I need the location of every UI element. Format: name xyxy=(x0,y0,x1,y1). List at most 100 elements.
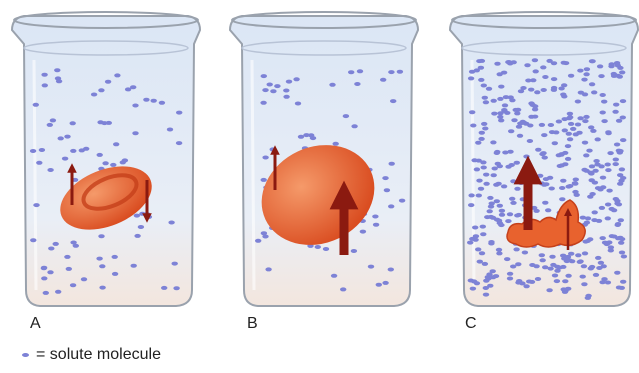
solute-molecule xyxy=(561,257,567,261)
solute-molecule xyxy=(105,80,111,84)
solute-molecule xyxy=(70,241,76,245)
solute-molecule xyxy=(533,69,539,73)
solute-molecule xyxy=(537,174,543,178)
solute-molecule xyxy=(270,89,276,93)
solute-molecule xyxy=(598,74,604,78)
solute-molecule xyxy=(47,270,53,274)
solute-molecule xyxy=(138,225,144,229)
solute-molecule xyxy=(70,121,76,125)
solute-molecule xyxy=(593,159,599,163)
solute-molecule xyxy=(535,277,541,281)
solute-molecule xyxy=(114,73,120,77)
solute-molecule xyxy=(577,260,583,264)
solute-molecule xyxy=(496,248,502,252)
solute-molecule xyxy=(565,144,571,148)
solute-molecule xyxy=(47,123,53,127)
solute-molecule xyxy=(475,247,481,251)
solute-molecule xyxy=(36,161,42,165)
solute-molecule xyxy=(617,66,623,70)
solute-molecule xyxy=(567,137,573,141)
solute-molecule xyxy=(589,164,595,168)
solute-molecule xyxy=(620,176,626,180)
solute-molecule xyxy=(601,100,607,104)
solute-molecule xyxy=(354,82,360,86)
solute-molecule xyxy=(550,263,556,267)
solute-molecule xyxy=(519,281,525,285)
solute-molecule xyxy=(551,88,557,92)
solute-molecule xyxy=(591,218,597,222)
solute-molecule xyxy=(554,279,560,283)
solute-molecule xyxy=(585,296,591,300)
solute-molecule xyxy=(620,138,626,142)
solute-molecule xyxy=(502,151,508,155)
solute-molecule xyxy=(510,179,516,183)
solute-molecule xyxy=(599,206,605,210)
solute-molecule xyxy=(267,83,273,87)
solute-molecule xyxy=(480,160,486,164)
solute-molecule xyxy=(516,213,522,217)
solute-molecule xyxy=(382,176,388,180)
solute-molecule xyxy=(562,128,568,132)
solute-molecule xyxy=(584,67,590,71)
solute-molecule xyxy=(79,148,85,152)
solute-molecule xyxy=(613,103,619,107)
solute-molecule xyxy=(42,83,48,87)
solute-molecule xyxy=(582,119,588,123)
solute-molecule xyxy=(497,111,503,115)
solute-molecule xyxy=(598,261,604,265)
solute-molecule xyxy=(601,119,607,123)
solute-molecule xyxy=(274,84,280,88)
solute-molecule xyxy=(600,111,606,115)
solute-molecule xyxy=(590,129,596,133)
solute-molecule xyxy=(261,178,267,182)
solute-molecule xyxy=(112,255,118,259)
solute-molecule xyxy=(613,162,619,166)
solute-molecule xyxy=(516,125,522,129)
solute-molecule xyxy=(283,89,289,93)
panel-label-a: A xyxy=(30,315,41,333)
solute-molecule xyxy=(380,78,386,82)
solute-molecule xyxy=(151,99,157,103)
solute-molecule xyxy=(286,80,292,84)
solute-molecule xyxy=(576,131,582,135)
solute-molecule xyxy=(561,61,567,65)
solute-molecule xyxy=(492,167,498,171)
solute-molecule xyxy=(372,215,378,219)
beaker-a xyxy=(12,12,200,306)
solute-molecule xyxy=(566,185,572,189)
solute-molecule xyxy=(261,231,267,235)
solute-molecule xyxy=(483,100,489,104)
solute-molecule xyxy=(541,133,547,137)
solute-molecule xyxy=(503,95,509,99)
solute-molecule xyxy=(113,142,119,146)
solute-molecule xyxy=(496,251,502,255)
solute-molecule xyxy=(510,201,516,205)
solute-molecule xyxy=(478,66,484,70)
beaker-c xyxy=(450,12,638,306)
solute-molecule xyxy=(600,93,606,97)
solute-molecule xyxy=(621,255,627,259)
solute-molecule xyxy=(41,276,47,280)
solute-molecule xyxy=(605,216,611,220)
solute-molecule xyxy=(548,123,554,127)
solute-molecule xyxy=(620,116,626,120)
solute-molecule xyxy=(53,242,59,246)
solute-molecule xyxy=(41,266,47,270)
solute-molecule xyxy=(560,93,566,97)
solute-molecule xyxy=(611,235,617,239)
solute-molecule xyxy=(497,204,503,208)
solute-molecule xyxy=(483,293,489,297)
solute-molecule xyxy=(539,152,545,156)
solute-molecule xyxy=(566,132,572,136)
solute-molecule xyxy=(584,221,590,225)
solute-molecule xyxy=(575,123,581,127)
solute-molecule xyxy=(490,140,496,144)
solute-molecule xyxy=(558,87,564,91)
solute-molecule xyxy=(533,264,539,268)
solute-molecule xyxy=(167,128,173,132)
solute-molecule xyxy=(527,139,533,143)
solute-molecule xyxy=(578,91,584,95)
solute-molecule xyxy=(533,209,539,213)
legend-text: = solute molecule xyxy=(36,346,161,364)
panel-label-c: C xyxy=(465,315,477,333)
